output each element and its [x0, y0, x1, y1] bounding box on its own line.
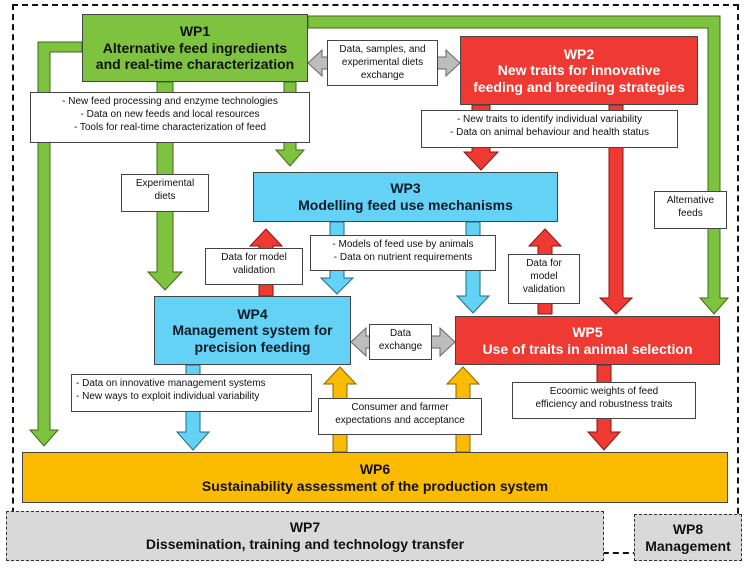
wp6-box: WP6 Sustainability assessment of the pro…: [22, 452, 728, 503]
wp1-title-line1: Alternative feed ingredients: [102, 39, 288, 56]
wp8-id: WP8: [672, 520, 704, 537]
wp4-box: WP4 Management system for precision feed…: [154, 296, 351, 365]
wp5-id: WP5: [572, 323, 603, 340]
note-validation-wp5: Data for model validation: [508, 254, 580, 304]
wp3-box: WP3 Modelling feed use mechanisms: [253, 172, 558, 222]
wp1-id: WP1: [179, 23, 211, 40]
wp6-title-line1: Sustainability assessment of the product…: [201, 477, 549, 494]
note-wp1-wp2-exchange: Data, samples, and experimental diets ex…: [327, 40, 438, 86]
wp7-title-line1: Dissemination, training and technology t…: [145, 536, 465, 552]
note-alternative-feeds: Alternative feeds: [654, 191, 727, 229]
arrow-wp1-to-wp6: [28, 41, 83, 447]
wp4-title-line2: precision feeding: [194, 338, 311, 355]
note-experimental-diets: Experimental diets: [121, 174, 209, 212]
wp2-title-line2: feeding and breeding strategies: [473, 78, 685, 95]
wp3-id: WP3: [390, 180, 421, 197]
wp3-title-line1: Modelling feed use mechanisms: [298, 197, 513, 213]
wp4-title-line1: Management system for: [172, 322, 333, 339]
wp8-box: WP8 Management: [634, 514, 742, 561]
note-wp2-outputs: - New traits to identify individual vari…: [421, 110, 678, 148]
arrow-wp1-to-wp5: [307, 15, 730, 315]
wp1-title-line2: and real-time characterization: [95, 56, 295, 73]
note-consumer: Consumer and farmer expectations and acc…: [318, 398, 482, 435]
wp5-box: WP5 Use of traits in animal selection: [455, 316, 720, 365]
note-economic-weights: Ecoomic weights of feed efficiency and r…: [512, 382, 696, 419]
wp7-box: WP7 Dissemination, training and technolo…: [6, 511, 604, 561]
note-wp3-outputs: - Models of feed use by animals - Data o…: [310, 235, 496, 271]
wp7-id: WP7: [289, 519, 321, 536]
note-wp1-outputs: - New feed processing and enzyme technol…: [30, 92, 310, 143]
wp2-title-line1: New traits for innovative: [497, 62, 661, 79]
note-wp4-outputs: - Data on innovative management systems …: [71, 374, 312, 412]
wp6-id: WP6: [359, 460, 391, 477]
wp2-id: WP2: [563, 45, 595, 62]
wp2-box: WP2 New traits for innovative feeding an…: [460, 36, 698, 105]
wp5-title-line1: Use of traits in animal selection: [482, 340, 693, 357]
note-validation-wp4: Data for model validation: [205, 248, 303, 285]
wp4-id: WP4: [237, 305, 268, 322]
wp1-box: WP1 Alternative feed ingredients and rea…: [82, 14, 308, 82]
note-data-exchange: Data exchange: [369, 324, 432, 360]
wp8-title-line1: Management: [645, 537, 731, 554]
